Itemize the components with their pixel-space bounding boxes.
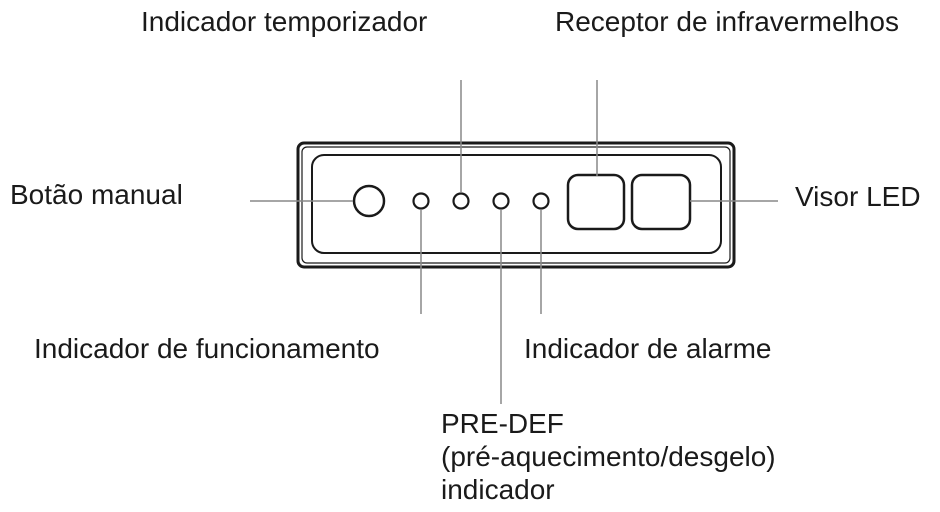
operation-indicator-led bbox=[412, 192, 430, 210]
label-alarm-indicator: Indicador de alarme bbox=[524, 333, 772, 364]
label-operation-indicator: Indicador de funcionamento bbox=[34, 333, 380, 364]
label-predef-indicator: PRE-DEF (pré-aquecimento/desgelo) indica… bbox=[441, 407, 776, 506]
label-predef-line3: indicador bbox=[441, 474, 555, 505]
alarm-indicator-led bbox=[532, 192, 550, 210]
timer-indicator-led bbox=[452, 192, 470, 210]
predef-indicator-led bbox=[492, 192, 510, 210]
label-timer-indicator: Indicador temporizador bbox=[141, 6, 428, 37]
panel-outer-frame-inner-edge bbox=[301, 146, 731, 264]
label-predef-line2: (pré-aquecimento/desgelo) bbox=[441, 441, 776, 472]
label-manual-button: Botão manual bbox=[10, 179, 183, 210]
manual-button bbox=[352, 184, 386, 218]
led-display-window bbox=[630, 173, 692, 231]
label-ir-receiver: Receptor de infravermelhos bbox=[555, 6, 899, 37]
ir-receiver-window bbox=[566, 173, 626, 231]
label-led-display: Visor LED bbox=[795, 181, 921, 212]
label-predef-line1: PRE-DEF bbox=[441, 408, 564, 439]
